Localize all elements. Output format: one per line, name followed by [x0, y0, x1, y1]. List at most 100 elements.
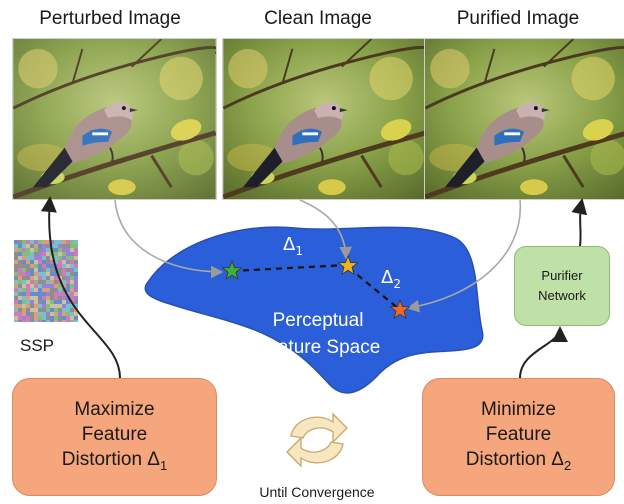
- noise-cell: [58, 300, 62, 304]
- clean-image-title: Clean Image: [264, 8, 372, 29]
- noise-cell: [18, 260, 22, 264]
- noise-cell: [62, 300, 66, 304]
- noise-cell: [70, 292, 74, 296]
- noise-cell: [34, 248, 38, 252]
- noise-cell: [26, 276, 30, 280]
- noise-cell: [38, 252, 42, 256]
- noise-cell: [62, 316, 66, 320]
- noise-cell: [34, 272, 38, 276]
- maximize-line1: Maximize: [74, 398, 155, 420]
- purified-to-star-arrow: [406, 199, 521, 313]
- noise-cell: [66, 272, 70, 276]
- noise-cell: [30, 248, 34, 252]
- noise-cell: [54, 264, 58, 268]
- noise-cell: [42, 260, 46, 264]
- noise-cell: [38, 288, 42, 292]
- feature-space-blob: [144, 226, 484, 394]
- noise-cell: [70, 300, 74, 304]
- noise-cell: [22, 252, 26, 256]
- minimize-subscript: 2: [564, 457, 572, 473]
- clean-feature-star: [337, 254, 359, 276]
- noise-cell: [18, 304, 22, 308]
- noise-cell: [26, 308, 30, 312]
- noise-cell: [38, 268, 42, 272]
- noise-cell: [30, 288, 34, 292]
- noise-cell: [18, 280, 22, 284]
- noise-cell: [14, 276, 18, 280]
- noise-cell: [46, 244, 50, 248]
- noise-cell: [54, 244, 58, 248]
- noise-cell: [34, 288, 38, 292]
- noise-cell: [74, 264, 78, 268]
- noise-cell: [42, 304, 46, 308]
- clean-to-star-arrow: [299, 199, 353, 260]
- noise-cell: [30, 308, 34, 312]
- noise-cell: [26, 260, 30, 264]
- noise-cell: [74, 268, 78, 272]
- noise-cell: [54, 252, 58, 256]
- noise-cell: [46, 280, 50, 284]
- noise-cell: [22, 292, 26, 296]
- noise-cell: [58, 272, 62, 276]
- noise-cell: [54, 268, 58, 272]
- purified-image: [424, 38, 624, 200]
- noise-cell: [62, 284, 66, 288]
- noise-cell: [74, 316, 78, 320]
- noise-cell: [58, 244, 62, 248]
- noise-cell: [66, 296, 70, 300]
- noise-cell: [74, 276, 78, 280]
- noise-cell: [74, 260, 78, 264]
- noise-cell: [66, 240, 70, 244]
- noise-cell: [22, 320, 26, 324]
- noise-cell: [38, 284, 42, 288]
- noise-cell: [46, 268, 50, 272]
- maximize-line2: Feature: [81, 423, 148, 445]
- noise-cell: [66, 264, 70, 268]
- noise-cell: [30, 316, 34, 320]
- ssp-noise-patch: [14, 240, 78, 324]
- noise-cell: [38, 280, 42, 284]
- noise-cell: [46, 248, 50, 252]
- noise-cell: [18, 256, 22, 260]
- noise-cell: [42, 264, 46, 268]
- noise-cell: [54, 284, 58, 288]
- noise-cell: [38, 312, 42, 316]
- noise-cell: [58, 288, 62, 292]
- noise-cell: [50, 296, 54, 300]
- noise-cell: [62, 320, 66, 324]
- noise-cell: [18, 308, 22, 312]
- noise-cell: [42, 308, 46, 312]
- noise-cell: [26, 248, 30, 252]
- noise-cell: [70, 280, 74, 284]
- noise-cell: [70, 312, 74, 316]
- noise-cell: [18, 268, 22, 272]
- noise-cell: [50, 300, 54, 304]
- noise-cell: [70, 304, 74, 308]
- noise-cell: [14, 260, 18, 264]
- perturbed-feature-star: [221, 259, 243, 281]
- noise-cell: [26, 304, 30, 308]
- noise-cell: [50, 252, 54, 256]
- noise-cell: [38, 304, 42, 308]
- noise-cell: [26, 320, 30, 324]
- noise-cell: [62, 260, 66, 264]
- noise-cell: [70, 244, 74, 248]
- noise-cell: [70, 248, 74, 252]
- noise-cell: [54, 288, 58, 292]
- noise-cell: [42, 312, 46, 316]
- noise-cell: [50, 260, 54, 264]
- noise-cell: [70, 252, 74, 256]
- noise-cell: [26, 288, 30, 292]
- noise-cell: [62, 252, 66, 256]
- noise-cell: [54, 316, 58, 320]
- noise-cell: [66, 260, 70, 264]
- feature-space-label-line2: Feature Space: [256, 337, 381, 358]
- noise-cell: [22, 268, 26, 272]
- purifier-label-line1: Purifier: [541, 268, 583, 283]
- noise-cell: [50, 288, 54, 292]
- noise-cell: [46, 308, 50, 312]
- noise-cell: [66, 320, 70, 324]
- noise-cell: [30, 296, 34, 300]
- noise-cell: [50, 276, 54, 280]
- noise-cell: [18, 272, 22, 276]
